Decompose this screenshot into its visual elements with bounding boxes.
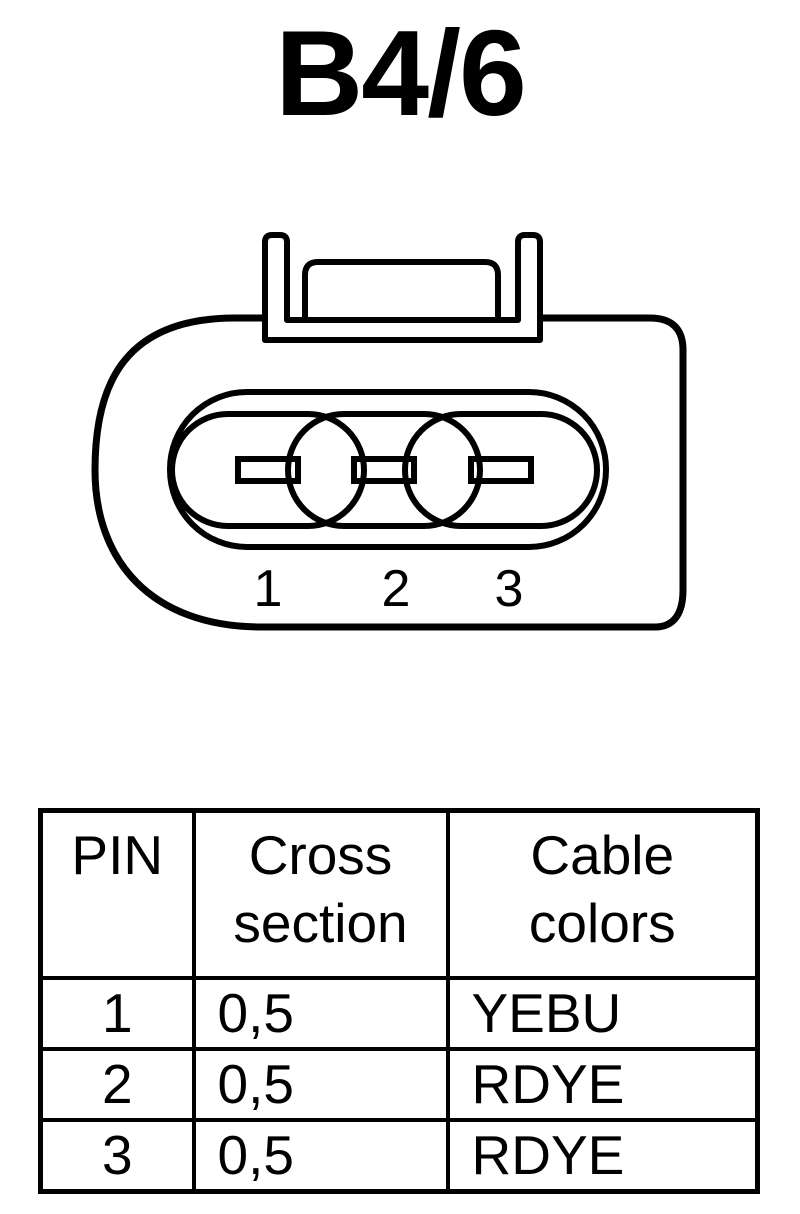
table-header-row: PIN Cross section Cable colors [38,808,760,980]
cell-cross-section: 0,5 [191,1118,450,1194]
cell-pin: 2 [38,1047,196,1122]
pin-label-2: 2 [382,560,411,618]
pin-outline [402,411,600,529]
table-row: 2 0,5 RDYE [38,1047,760,1122]
connector-housing [91,314,687,631]
cell-cross-section: 0,5 [191,1047,450,1122]
connector-diagram: 1 2 3 [91,232,687,631]
cell-cross-section: 0,5 [191,976,450,1051]
connector-title: B4/6 [275,5,527,141]
cell-pin: 3 [38,1118,196,1194]
pin-slot [351,456,417,484]
pin-slot [235,456,301,484]
pin-label-1: 1 [254,560,283,618]
pin-assignment-table: PIN Cross section Cable colors 1 0,5 YEB… [38,808,760,1194]
cell-cable-color: RDYE [445,1118,760,1194]
table-row: 1 0,5 YEBU [38,976,760,1051]
cell-cable-color: YEBU [445,976,760,1051]
pin-outline [285,411,483,529]
pin-terminal-1 [169,411,367,529]
cell-cable-color: RDYE [445,1047,760,1122]
table-row: 3 0,5 RDYE [38,1118,760,1194]
header-pin: PIN [38,808,196,980]
locking-tab-ridge [302,259,501,320]
pin-outline [169,411,367,529]
locking-tab [262,232,543,343]
pin-terminal-3 [402,411,600,529]
header-cross-section: Cross section [191,808,450,980]
header-cable-colors: Cable colors [445,808,760,980]
pin-slot [468,456,534,484]
pin-label-3: 3 [495,560,524,618]
cell-pin: 1 [38,976,196,1051]
pin-terminal-2 [285,411,483,529]
